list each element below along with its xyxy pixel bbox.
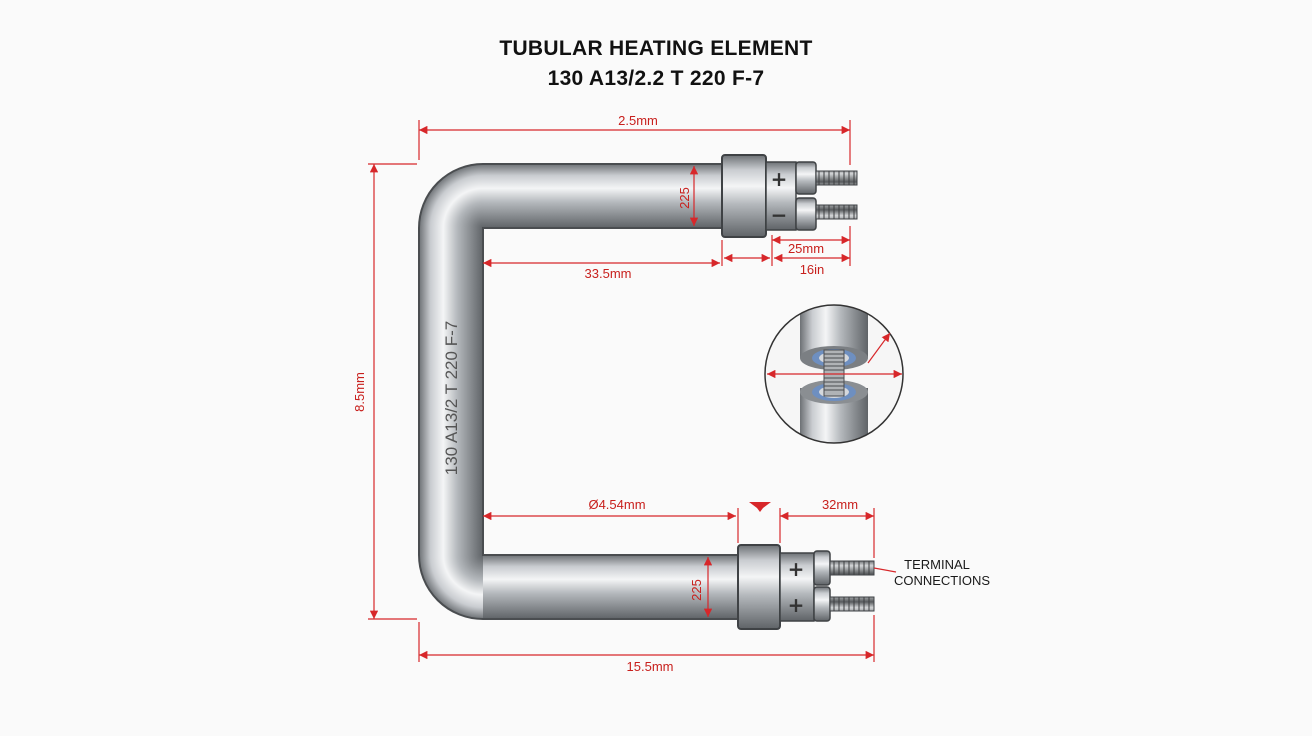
dim-left-height: 8.5mm xyxy=(352,372,367,412)
tube-body: 130 A13/2 T 220 F-7 xyxy=(418,163,743,620)
dim-lower-flange: 225 xyxy=(689,579,704,601)
dim-upper-terminal-a: 25mm xyxy=(788,241,824,256)
diagram-title: TUBULAR HEATING ELEMENT xyxy=(499,37,813,60)
dim-lower-inner-diameter: Ø4.54mm xyxy=(588,497,645,512)
lower-plus-sign-top: + xyxy=(788,557,805,581)
dim-upper-flange: 225 xyxy=(677,187,692,209)
upper-ceramic-sleeve xyxy=(765,161,797,231)
title-block: TUBULAR HEATING ELEMENT 130 A13/2.2 T 22… xyxy=(0,34,1312,94)
lower-flange xyxy=(737,544,781,630)
upper-bend xyxy=(419,164,483,228)
vertical-tube-run xyxy=(419,228,483,555)
upper-terminal-assembly: + − xyxy=(721,154,858,238)
dimension-labels: 2.5mm 8.5mm 33.5mm 225 25mm 16in Ø4.54mm… xyxy=(352,113,858,674)
callout-line1: TERMINAL xyxy=(904,557,970,572)
dimension-lines xyxy=(368,120,897,662)
dim-top-overall: 2.5mm xyxy=(618,113,658,128)
lower-nut-bottom xyxy=(813,586,831,622)
terminal-connections-callout: TERMINAL CONNECTIONS xyxy=(894,557,990,588)
lower-plus-sign-bottom: + xyxy=(788,593,805,617)
lower-terminal-stud-top xyxy=(829,560,875,576)
section-marker xyxy=(749,502,771,512)
upper-minus-sign: − xyxy=(771,203,788,227)
upper-tube-run xyxy=(483,164,728,228)
cross-section-detail xyxy=(764,304,904,444)
upper-flange xyxy=(721,154,767,238)
dim-upper-terminal-b: 16in xyxy=(800,262,825,277)
upper-terminal-stud-bottom xyxy=(815,204,858,220)
tube-marking-text: 130 A13/2 T 220 F-7 xyxy=(442,321,461,475)
dim-bottom-overall: 15.5mm xyxy=(627,659,674,674)
upper-nut-top xyxy=(795,161,817,195)
diagram-subtitle: 130 A13/2.2 T 220 F-7 xyxy=(547,67,765,90)
upper-nut-bottom xyxy=(795,197,817,231)
lower-bend xyxy=(419,555,483,619)
upper-plus-sign: + xyxy=(771,167,788,191)
lower-terminal-assembly: + + xyxy=(737,544,875,630)
callout-line2: CONNECTIONS xyxy=(894,573,990,588)
dim-upper-inner-length: 33.5mm xyxy=(585,266,632,281)
upper-terminal-stud-top xyxy=(815,170,858,186)
lower-tube-run xyxy=(483,555,743,619)
dim-lower-terminal: 32mm xyxy=(822,497,858,512)
lower-ceramic-sleeve xyxy=(779,552,815,622)
lower-nut-top xyxy=(813,550,831,586)
lower-terminal-stud-bottom xyxy=(829,596,875,612)
